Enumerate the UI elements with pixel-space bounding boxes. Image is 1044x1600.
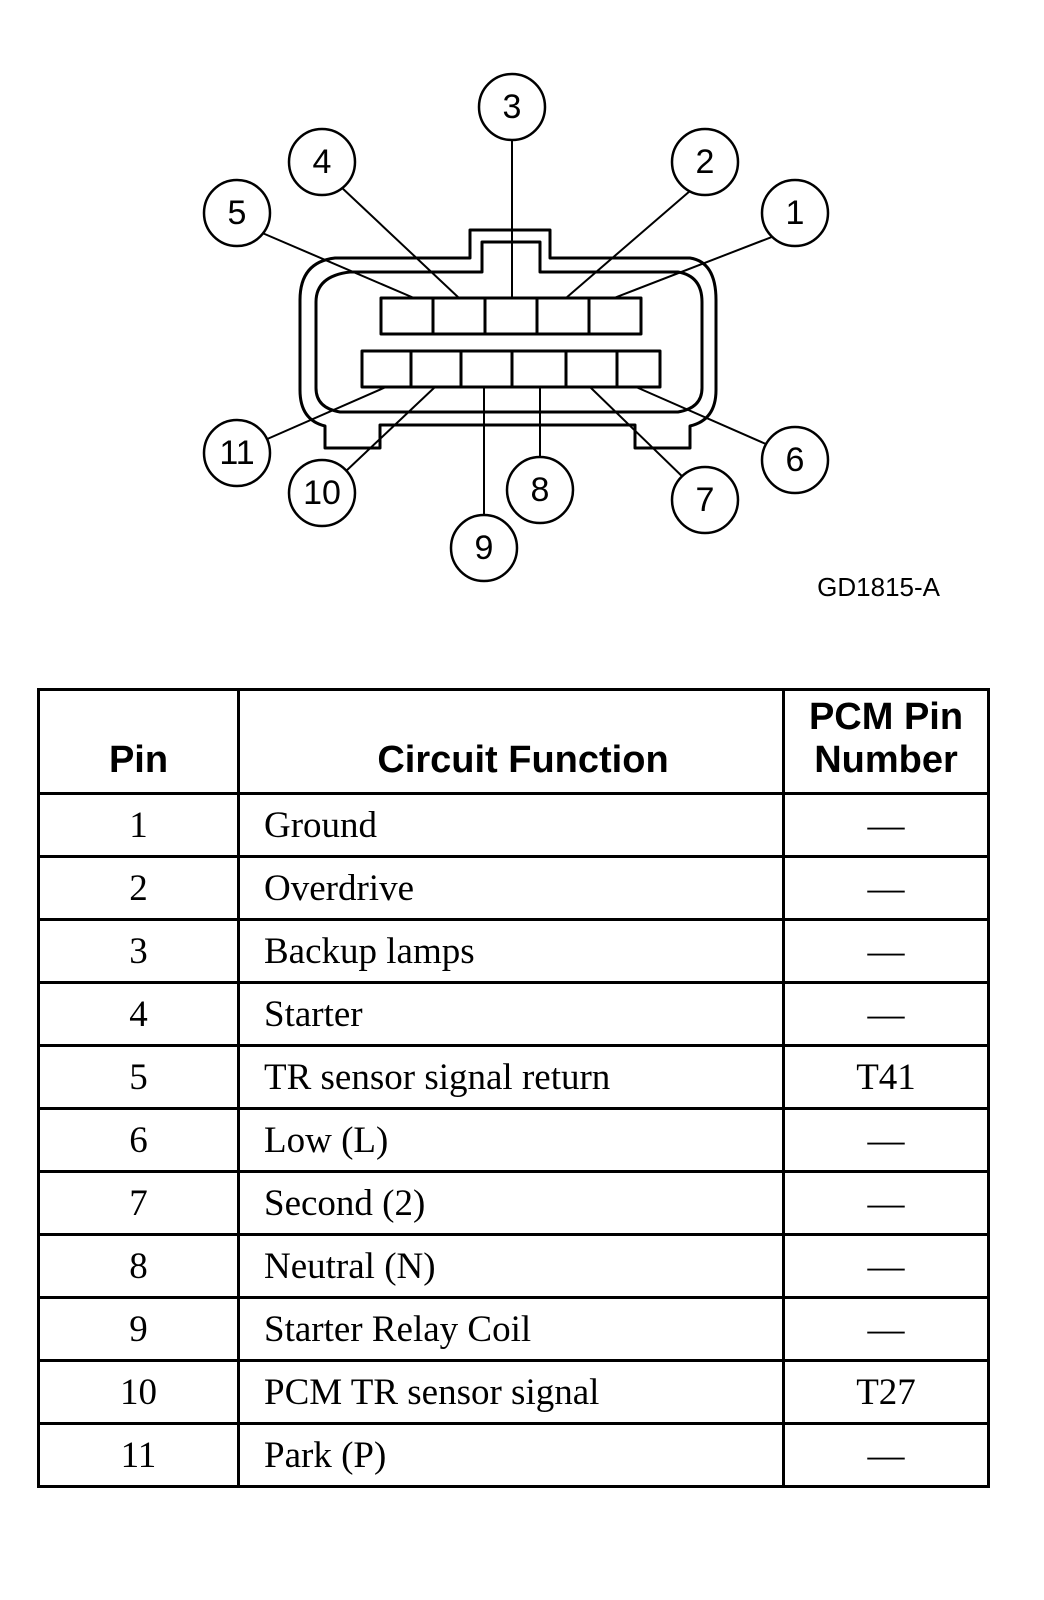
pin-cell: 3 <box>37 918 240 984</box>
callout-2-circle <box>670 127 740 197</box>
function-cell: Starter <box>237 981 785 1047</box>
pin-cell: 4 <box>37 981 240 1047</box>
pcm-cell: — <box>782 918 990 984</box>
figure-code: GD1815-A <box>817 572 940 602</box>
function-cell: Neutral (N) <box>237 1233 785 1299</box>
pin-cell: 1 <box>37 792 240 858</box>
function-cell: Backup lamps <box>237 918 785 984</box>
function-cell: Second (2) <box>237 1170 785 1236</box>
callout-3-label: 3 <box>503 88 522 126</box>
callout-4-circle <box>287 127 357 197</box>
table-header-row: Pin Circuit Function PCM Pin Number <box>37 688 990 795</box>
pcm-cell: — <box>782 981 990 1047</box>
callout-7-circle <box>670 465 740 535</box>
header-circuit-function: Circuit Function <box>237 688 785 795</box>
pin-cell: 2 <box>37 855 240 921</box>
callout-5-label: 5 <box>228 194 247 232</box>
pin-cell: 6 <box>37 1107 240 1173</box>
callout-9-label: 9 <box>475 529 494 567</box>
function-cell: Overdrive <box>237 855 785 921</box>
header-pcm-line1: PCM Pin <box>808 696 964 738</box>
callout-8-circle <box>505 455 575 525</box>
function-cell: Ground <box>237 792 785 858</box>
pcm-cell: — <box>782 1170 990 1236</box>
callout-5-circle <box>202 178 272 248</box>
pcm-cell: T27 <box>782 1359 990 1425</box>
callout-6-circle <box>760 425 830 495</box>
function-cell: PCM TR sensor signal <box>237 1359 785 1425</box>
pin-cell: 8 <box>37 1233 240 1299</box>
callout-6-label: 6 <box>786 441 805 479</box>
header-pin: Pin <box>37 688 240 795</box>
pcm-cell: — <box>782 855 990 921</box>
pcm-cell: — <box>782 1422 990 1488</box>
callout-11-circle <box>202 418 272 488</box>
header-pcm-pin-number: PCM Pin Number <box>782 688 990 795</box>
function-cell: Park (P) <box>237 1422 785 1488</box>
callout-3-circle <box>477 72 547 142</box>
pcm-cell: — <box>782 792 990 858</box>
callout-8-label: 8 <box>531 471 550 509</box>
connector-diagram: 1 2 3 4 5 6 7 8 9 10 11 GD1815-A <box>202 72 941 602</box>
function-cell: Starter Relay Coil <box>237 1296 785 1362</box>
pcm-cell: T41 <box>782 1044 990 1110</box>
callout-10-label: 10 <box>303 474 341 512</box>
callout-9-circle <box>449 513 519 583</box>
callout-11-label: 11 <box>219 434 254 472</box>
pin-cell: 11 <box>37 1422 240 1488</box>
function-cell: Low (L) <box>237 1107 785 1173</box>
callout-4-label: 4 <box>313 143 332 181</box>
function-cell: TR sensor signal return <box>237 1044 785 1110</box>
pin-cell: 5 <box>37 1044 240 1110</box>
header-pcm-line2: Number <box>814 739 958 781</box>
callout-1-circle <box>760 178 830 248</box>
pcm-cell: — <box>782 1107 990 1173</box>
connector-housing-inner <box>314 240 704 414</box>
pcm-cell: — <box>782 1296 990 1362</box>
callout-2-label: 2 <box>696 143 715 181</box>
callout-7-label: 7 <box>696 481 715 519</box>
pin-cell: 10 <box>37 1359 240 1425</box>
callout-10-circle <box>287 458 357 528</box>
cavity-top-row <box>379 296 643 336</box>
pcm-cell: — <box>782 1233 990 1299</box>
pin-cell: 7 <box>37 1170 240 1236</box>
pin-cell: 9 <box>37 1296 240 1362</box>
callout-1-label: 1 <box>786 194 805 232</box>
connector-housing-outer <box>298 228 718 450</box>
